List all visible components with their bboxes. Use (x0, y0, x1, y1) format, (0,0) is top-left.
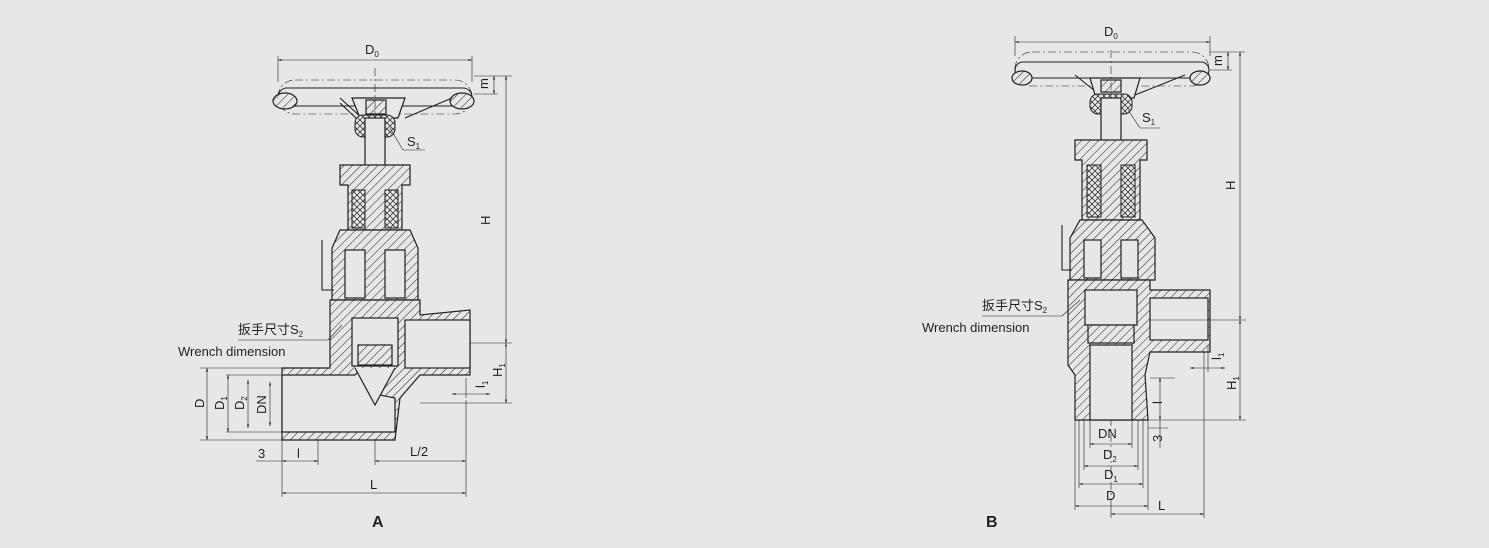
label-d0-b: D0 (1104, 24, 1118, 41)
label-dn-a: DN (254, 395, 269, 414)
label-l-b: l (1150, 401, 1165, 404)
label-d-b: D (1106, 488, 1115, 503)
label-m-a: m (476, 78, 491, 89)
label-d1-a: D1 (212, 396, 229, 410)
label-l-total-a: L (370, 477, 377, 492)
label-m-b: m (1210, 55, 1225, 66)
label-d-a: D (192, 399, 207, 408)
label-wrench-cn-b: 扳手尺寸S2 (982, 298, 1048, 315)
label-d1-b: D1 (1104, 467, 1118, 484)
label-l1-b: l1 (1209, 352, 1226, 360)
label-3-a: 3 (258, 446, 265, 461)
label-l-a: l (297, 446, 300, 461)
caption-b: B (986, 514, 998, 531)
label-l-half-a: L/2 (410, 444, 428, 459)
caption-a: A (372, 514, 384, 531)
label-dn-b: DN (1098, 426, 1117, 441)
label-h1-b: H1 (1224, 376, 1241, 390)
label-d2-a: D2 (232, 396, 249, 410)
label-3-b: 3 (1150, 435, 1165, 442)
label-d0-a: D0 (365, 42, 379, 59)
label-wrench-en-b: Wrench dimension (922, 320, 1029, 335)
figure-a: D0 m S1 H H1 l1 扳手尺寸S2 Wrench dimension … (178, 42, 512, 531)
label-h-b: H (1223, 181, 1238, 190)
figure-b: D0 m S1 H H1 l1 扳手尺寸S2 Wrench dimension … (922, 24, 1246, 531)
label-l1-a: l1 (473, 380, 490, 388)
label-wrench-en-a: Wrench dimension (178, 344, 285, 359)
label-s1-a: S1 (407, 134, 421, 151)
label-s1-b: S1 (1142, 110, 1156, 127)
label-h-a: H (478, 216, 493, 225)
label-d2-b: D2 (1103, 447, 1117, 464)
label-wrench-cn-a: 扳手尺寸S2 (238, 322, 304, 339)
label-h1-a: H1 (490, 363, 507, 377)
label-l-total-b: L (1158, 498, 1165, 513)
